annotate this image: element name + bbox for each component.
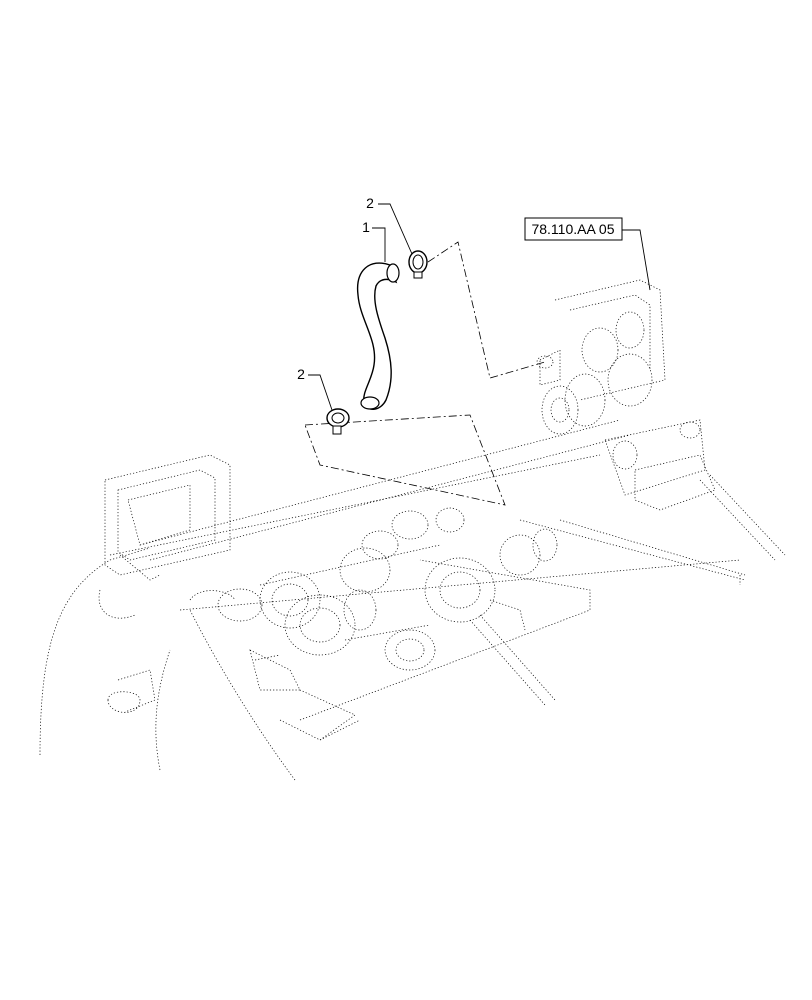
leader-frame-lower: [304, 414, 506, 506]
reference-label: 78.110.AA 05: [531, 221, 614, 237]
callout-hose: 1: [362, 219, 370, 235]
callout-leader-hose: [372, 227, 386, 262]
clamp-lower-part: [326, 408, 350, 435]
clamp-upper-part: [408, 250, 428, 279]
machine-body-outline: [39, 279, 786, 781]
hose-part: [356, 262, 400, 410]
leader-line-upper: [427, 241, 546, 379]
callout-clamp-lower: 2: [297, 366, 305, 382]
callout-leader-clamp-upper: [378, 203, 413, 255]
reference-leader-line: [622, 229, 651, 291]
callout-clamp-upper: 2: [366, 195, 374, 211]
callout-leader-clamp-lower: [308, 374, 333, 411]
reference-box[interactable]: 78.110.AA 05: [524, 217, 623, 241]
